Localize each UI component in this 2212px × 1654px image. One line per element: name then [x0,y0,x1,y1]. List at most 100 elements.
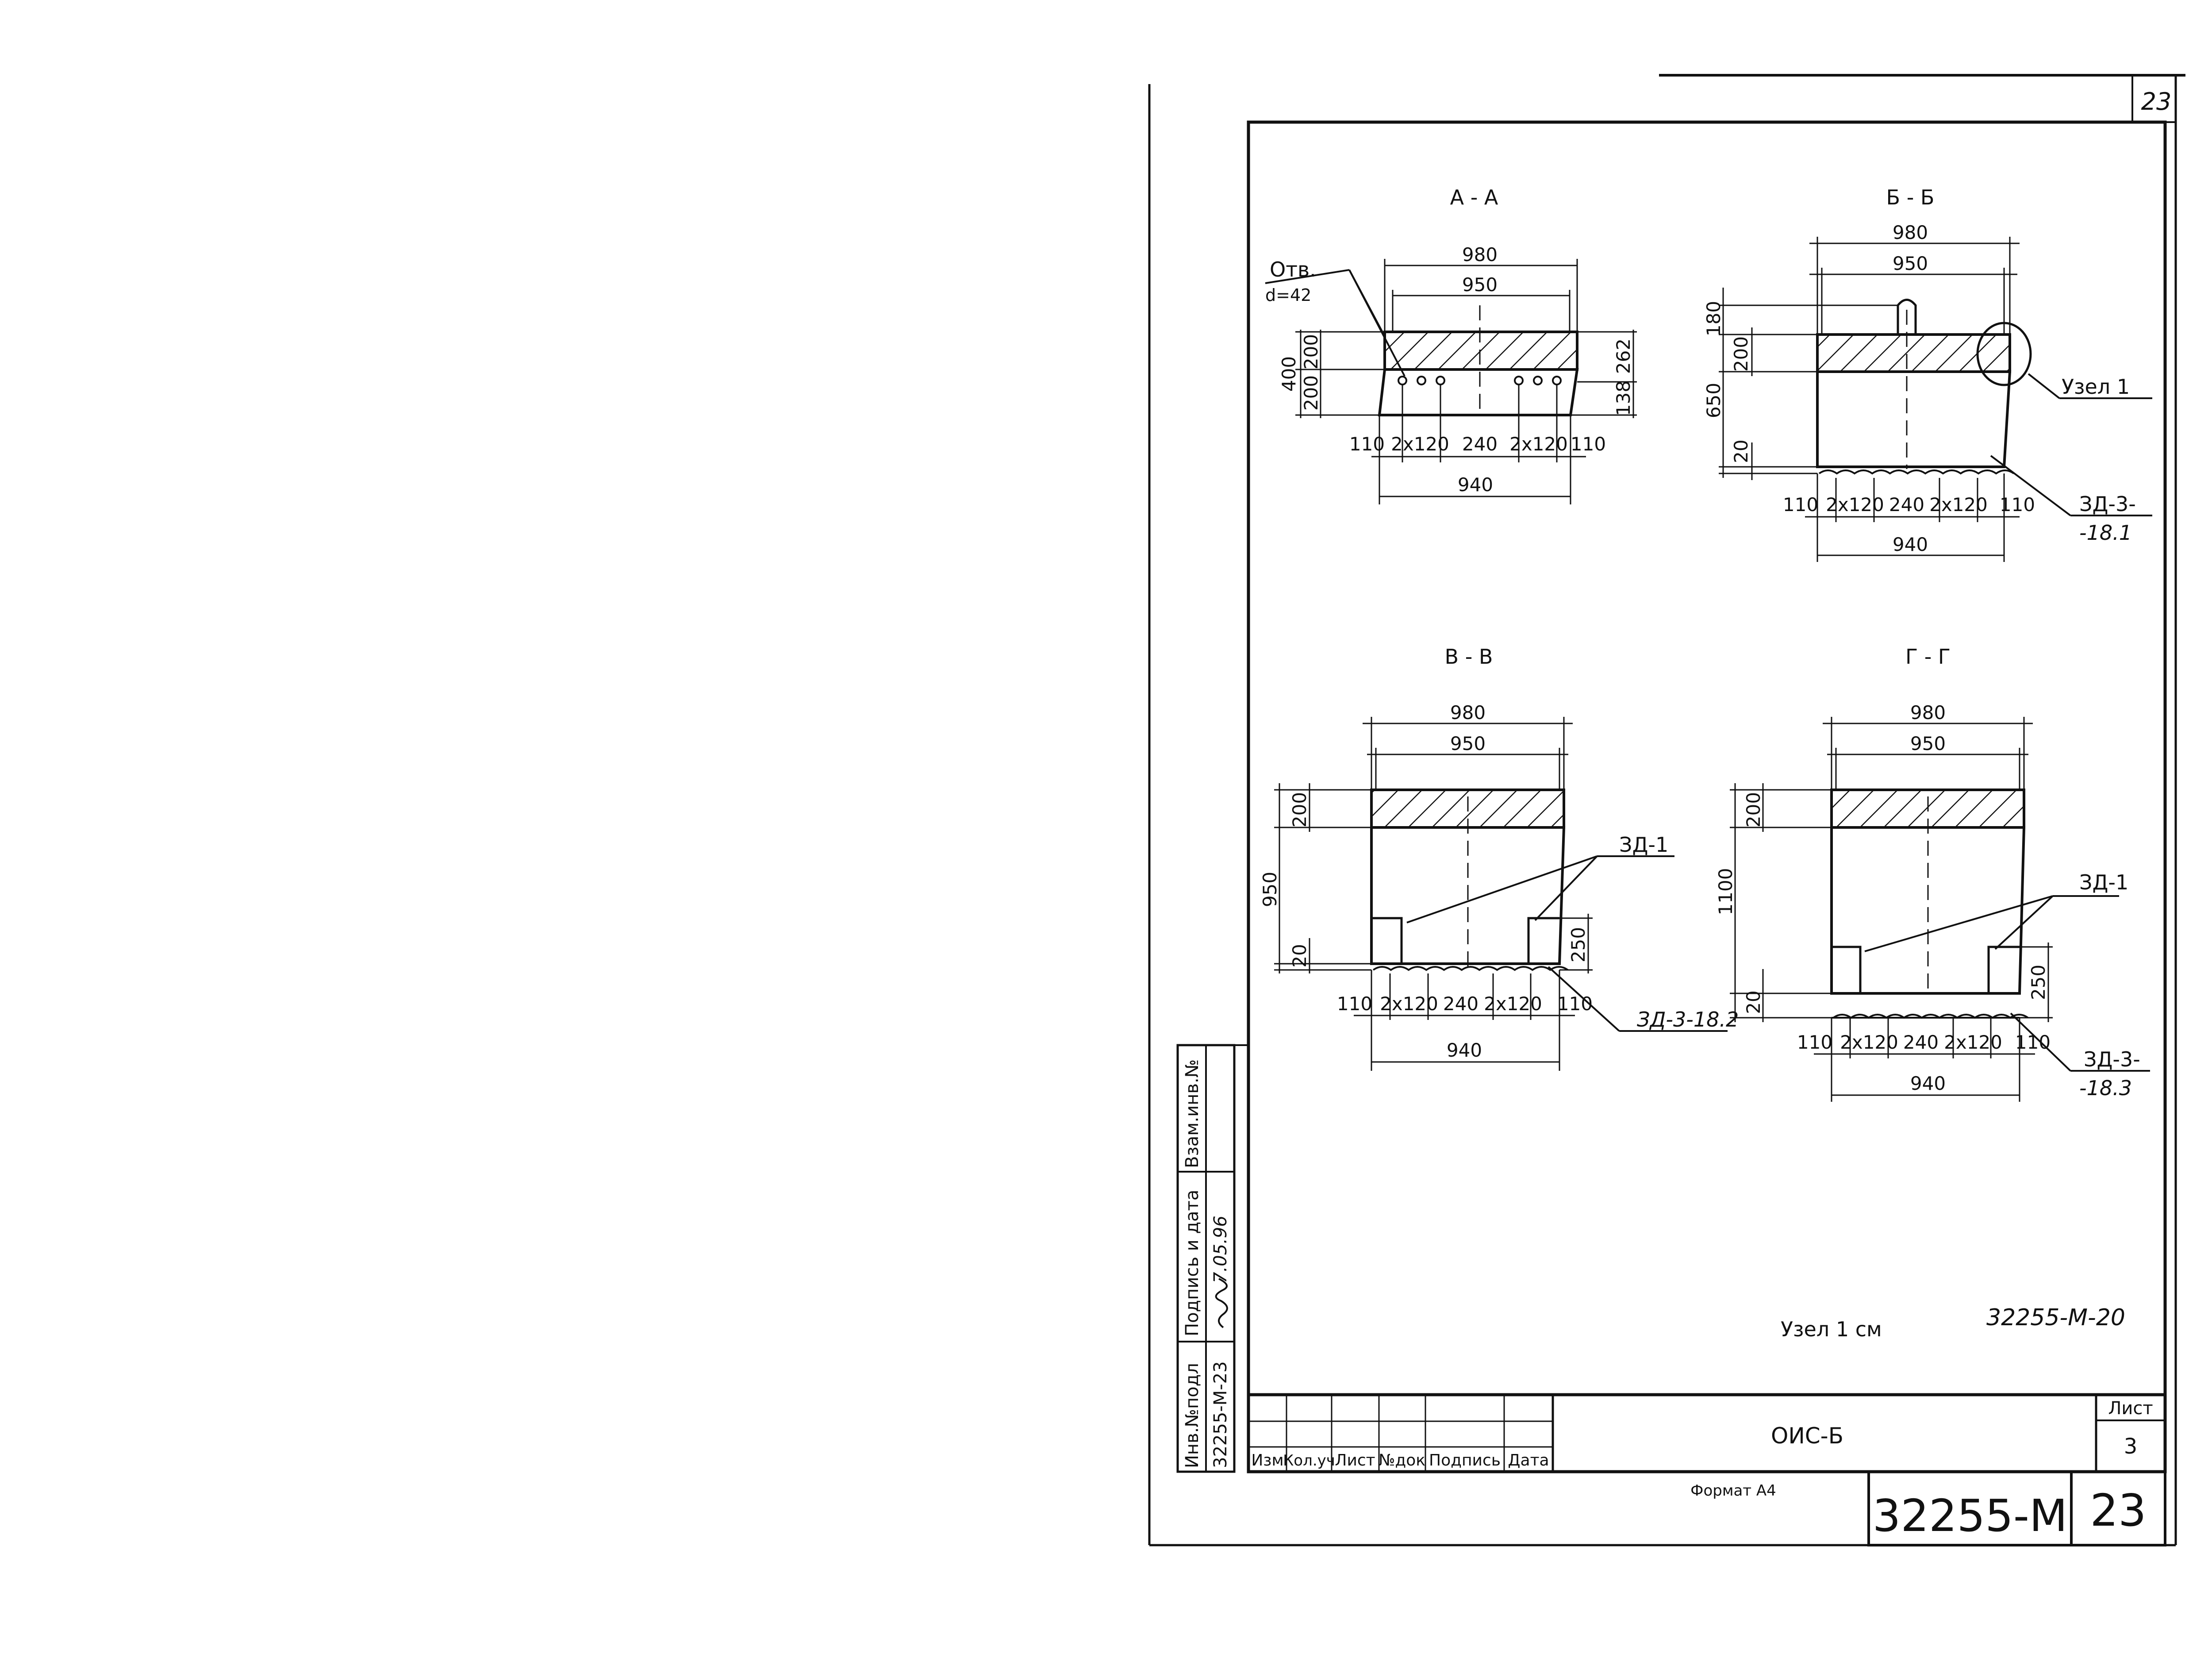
col-header-data: Дата [1508,1451,1549,1469]
section-aa: А - А 980 950 940 400 [1265,185,1637,504]
section-bb: Б - Б 980 950 940 180 200 650 [1703,185,2152,562]
holes-note-diameter: d=42 [1265,285,1311,305]
hole-markers [1398,376,1562,385]
svg-text:2x120: 2x120 [1380,993,1438,1015]
node-reference-note: Узел 1 см [1781,1317,1882,1341]
svg-text:110: 110 [1557,993,1593,1015]
svg-text:950: 950 [1450,733,1486,754]
svg-text:2x120: 2x120 [1840,1031,1898,1053]
node-1-callout: Узел 1 [2062,375,2130,399]
holes-note-label: Отв. [1270,258,1316,281]
svg-text:200: 200 [1289,792,1310,827]
svg-text:950: 950 [1893,253,1928,274]
section-aa-title: А - А [1450,185,1498,209]
svg-text:2x120: 2x120 [1391,433,1449,455]
svg-text:250: 250 [1567,927,1589,962]
svg-text:650: 650 [1703,383,1724,418]
document-code: 32255-М [1873,1490,2067,1542]
part-zd3-18-2-callout: ЗД-3-18.2 [1637,1008,1739,1031]
svg-text:2x120: 2x120 [1484,993,1542,1015]
side-stamp: Взам.инв.№ Подпись и дата 7.05.96 Инв.№п… [1176,1044,1248,1473]
col-header-kol-uch: Кол.уч [1283,1452,1335,1469]
part-zd1-callout-gg: ЗД-1 [2079,870,2128,894]
svg-text:20: 20 [1730,439,1752,463]
section-aa-dim-labels: 980 950 940 400 200 200 262 138 110 2x12… [1278,244,1634,496]
svg-text:250: 250 [2028,965,2049,1000]
sheet-number: 3 [2124,1434,2138,1459]
svg-text:180: 180 [1703,301,1724,336]
svg-text:950: 950 [1462,274,1498,296]
section-gg-dim-labels: 980 950 940 200 1100 20 250 110 2x120 24… [1715,702,2051,1094]
title-block: Изм Кол.уч Лист №док Подпись Дата ОИС-Б … [1247,1393,2167,1546]
section-aa-dimensions [1265,259,1637,504]
page-number-top: 23 [2141,88,2172,115]
section-bb-title: Б - Б [1886,185,1935,209]
document-reference-note: 32255-М-20 [1986,1304,2125,1331]
svg-text:2x120: 2x120 [1826,494,1884,515]
svg-text:400: 400 [1278,356,1300,392]
section-bb-dimensions [1719,237,2152,562]
svg-text:240: 240 [1903,1031,1939,1053]
svg-text:940: 940 [1893,534,1928,555]
svg-text:950: 950 [1259,872,1281,907]
svg-text:110: 110 [1797,1031,1832,1053]
part-zd3-18-1-line2: -18.1 [2079,521,2132,545]
handwritten-date: 7.05.96 [1210,1215,1231,1283]
svg-text:110: 110 [2015,1031,2051,1053]
col-header-izm: Изм [1251,1451,1283,1469]
svg-text:138: 138 [1613,381,1634,416]
svg-text:980: 980 [1910,702,1946,723]
svg-text:110: 110 [1783,494,1818,515]
svg-text:240: 240 [1889,494,1924,515]
svg-text:980: 980 [1893,222,1928,243]
svg-text:940: 940 [1458,474,1493,496]
svg-text:940: 940 [1447,1039,1482,1061]
svg-text:20: 20 [1289,944,1310,967]
section-bb-dim-labels: 980 950 940 180 200 650 20 110 2x120 240… [1703,222,2035,555]
drawing-name: ОИС-Б [1771,1423,1843,1449]
section-gg-dimensions [1730,717,2150,1102]
svg-text:940: 940 [1910,1073,1946,1094]
svg-text:200: 200 [1730,336,1752,372]
replacement-inventory-label: Взам.инв.№ [1182,1059,1202,1168]
inventory-number: 32255-М-23 [1210,1361,1231,1468]
svg-text:2x120: 2x120 [1509,433,1568,455]
col-header-ndok: №док [1379,1451,1425,1469]
section-vv: В - В 980 950 940 [1259,645,1739,1071]
svg-text:200: 200 [1743,792,1764,827]
svg-text:2x120: 2x120 [1929,494,1988,515]
svg-text:110: 110 [2000,494,2035,515]
svg-text:2x120: 2x120 [1944,1031,2002,1053]
svg-text:240: 240 [1462,433,1498,455]
col-header-podpis: Подпись [1429,1451,1501,1469]
svg-text:262: 262 [1613,338,1634,374]
signature-scribble [1215,1278,1228,1328]
svg-text:200: 200 [1300,334,1322,369]
sheet-label: Лист [2108,1398,2153,1419]
section-vv-dimensions [1274,717,1728,1071]
svg-text:1100: 1100 [1715,868,1736,915]
part-zd3-18-3-line1: ЗД-3- [2084,1047,2140,1071]
svg-text:980: 980 [1462,244,1498,265]
part-zd1-callout-vv: ЗД-1 [1619,833,1668,857]
svg-text:110: 110 [1349,433,1385,455]
svg-text:980: 980 [1450,702,1486,723]
section-vv-dim-labels: 980 950 940 200 950 20 250 110 2x120 240… [1259,702,1593,1061]
section-vv-title: В - В [1445,645,1493,669]
document-page-number: 23 [2090,1485,2146,1536]
svg-text:240: 240 [1443,993,1479,1015]
svg-text:950: 950 [1910,733,1946,754]
svg-text:110: 110 [1337,993,1372,1015]
col-header-list: Лист [1335,1451,1375,1469]
svg-text:110: 110 [1571,433,1606,455]
section-gg-title: Г - Г [1905,645,1951,669]
part-zd3-18-3-line2: -18.3 [2079,1076,2132,1100]
svg-text:200: 200 [1300,375,1322,411]
original-inventory-label: Инв.№подл [1182,1363,1202,1468]
format-label: Формат А4 [1690,1482,1776,1500]
svg-text:20: 20 [1743,990,1764,1014]
part-zd3-18-1-line1: ЗД-3- [2079,492,2136,516]
signature-date-label: Подпись и дата [1182,1190,1202,1336]
section-gg: Г - Г 980 950 9 [1715,645,2150,1102]
